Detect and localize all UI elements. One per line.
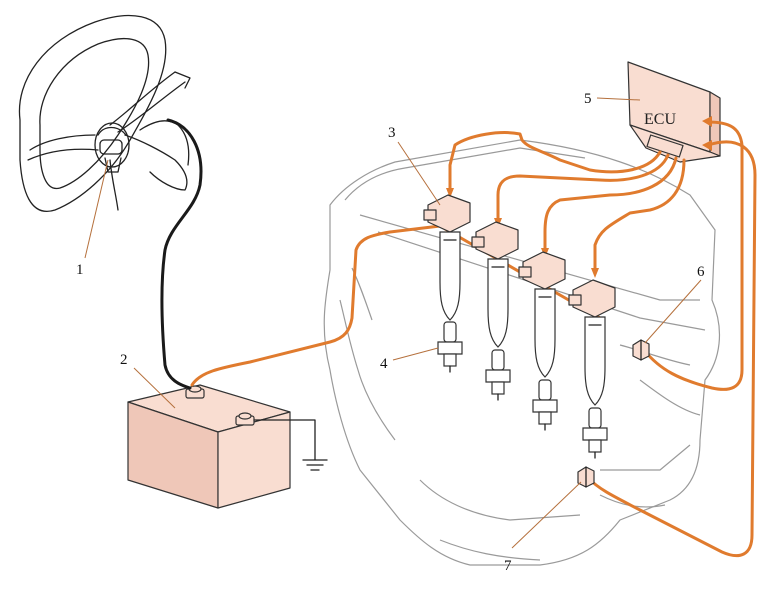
spark-plug-4 (582, 407, 608, 459)
ecu-label: ECU (644, 111, 676, 128)
ecu: ECU (627, 61, 721, 163)
callout-2: 2 (120, 352, 128, 368)
callout-1: 1 (76, 262, 84, 278)
callout-6: 6 (697, 264, 705, 280)
spark-plug-1 (437, 321, 463, 373)
battery-terminal-negative (235, 412, 255, 426)
ignition-switch (94, 122, 130, 173)
ground-symbol (253, 419, 328, 471)
callout-3: 3 (388, 125, 396, 141)
engine-block (323, 139, 721, 566)
spark-plug-3 (532, 379, 558, 431)
ignition-coil-2 (471, 221, 519, 348)
ignition-coil-4 (568, 279, 616, 406)
ignition-coil-1 (423, 194, 471, 321)
steering-wheel (18, 15, 191, 213)
leader-lines (84, 97, 702, 549)
callout-5: 5 (584, 91, 592, 107)
callout-7: 7 (504, 558, 512, 574)
power-wire (160, 118, 203, 390)
ignition-coil-3 (518, 251, 566, 378)
spark-plug-2 (485, 349, 511, 401)
sensor-6 (632, 339, 650, 361)
sensor-7 (577, 466, 595, 488)
callout-4: 4 (380, 356, 388, 372)
battery (127, 384, 291, 509)
